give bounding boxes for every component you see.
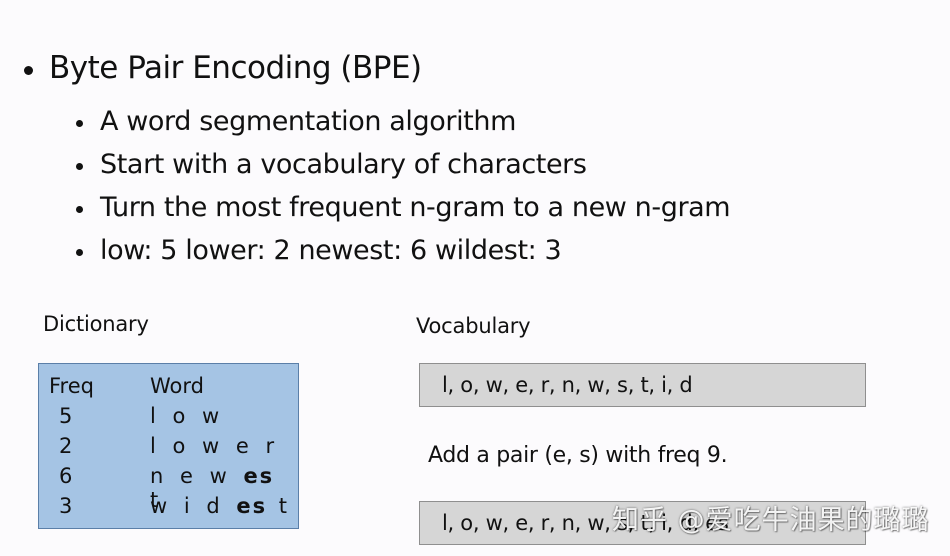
bullet-dot-icon — [76, 162, 83, 170]
sub-bullet-list: A word segmentation algorithm Start with… — [76, 100, 731, 272]
freq-cell: 5 — [59, 404, 73, 428]
word-plain: n e w — [150, 464, 244, 488]
vocabulary-initial-text: l, o, w, e, r, n, w, s, t, i, d — [442, 373, 693, 397]
word-plain: l o w e r — [150, 434, 280, 458]
word-tail: t — [150, 488, 164, 512]
dictionary-title: Dictionary — [43, 312, 149, 336]
vocabulary-updated-text: l, o, w, e, r, n, w, s, t, i, d, es — [442, 511, 729, 535]
table-row: 3 w i d es t — [39, 494, 298, 524]
word-plain: l o w — [150, 404, 225, 428]
vocabulary-updated-box: l, o, w, e, r, n, w, s, t, i, d, es — [419, 501, 866, 545]
vocabulary-initial-box: l, o, w, e, r, n, w, s, t, i, d — [419, 363, 866, 407]
bullet-dot-icon — [76, 205, 83, 213]
word-tail: t — [267, 494, 293, 518]
bullet-dot-icon — [76, 119, 83, 127]
freq-cell: 2 — [59, 434, 73, 458]
word-merged-pair: es — [236, 494, 268, 518]
sub-bullet: low: 5 lower: 2 newest: 6 wildest: 3 — [76, 229, 730, 272]
sub-bullet-text: low: 5 lower: 2 newest: 6 wildest: 3 — [100, 235, 562, 266]
main-bullet: Byte Pair Encoding (BPE) — [24, 50, 422, 86]
dictionary-table: Freq Word 5 l o w 2 l o w e r 6 n e w es… — [38, 363, 299, 529]
main-bullet-text: Byte Pair Encoding (BPE) — [49, 50, 422, 86]
freq-cell: 3 — [59, 494, 73, 518]
word-header: Word — [150, 374, 204, 398]
freq-cell: 6 — [59, 464, 73, 488]
bullet-dot-icon — [76, 248, 83, 256]
word-cell: n e w es t — [150, 464, 298, 512]
sub-bullet: Turn the most frequent n-gram to a new n… — [76, 186, 731, 229]
merge-action-text: Add a pair (e, s) with freq 9. — [428, 443, 728, 468]
table-row: 5 l o w — [39, 404, 298, 434]
sub-bullet: Start with a vocabulary of characters — [76, 143, 730, 186]
sub-bullet-text: A word segmentation algorithm — [100, 106, 516, 137]
word-plain: w i d — [150, 494, 237, 518]
table-row: 2 l o w e r — [39, 434, 298, 464]
watermark: 知乎 @爱吃牛油果的璐璐 — [612, 505, 930, 536]
freq-header: Freq — [49, 374, 94, 398]
dictionary-header-row: Freq Word — [39, 374, 298, 404]
table-row: 6 n e w es t — [39, 464, 298, 512]
sub-bullet-text: Turn the most frequent n-gram to a new n… — [100, 192, 731, 223]
word-cell: w i d es t — [150, 494, 292, 518]
vocabulary-title: Vocabulary — [416, 314, 531, 338]
word-cell: l o w — [150, 404, 224, 428]
sub-bullet-text: Start with a vocabulary of characters — [100, 149, 587, 180]
word-cell: l o w e r — [150, 434, 279, 458]
word-merged-pair: es — [243, 464, 275, 488]
sub-bullet: A word segmentation algorithm — [76, 100, 730, 143]
bullet-dot-icon — [24, 65, 33, 75]
